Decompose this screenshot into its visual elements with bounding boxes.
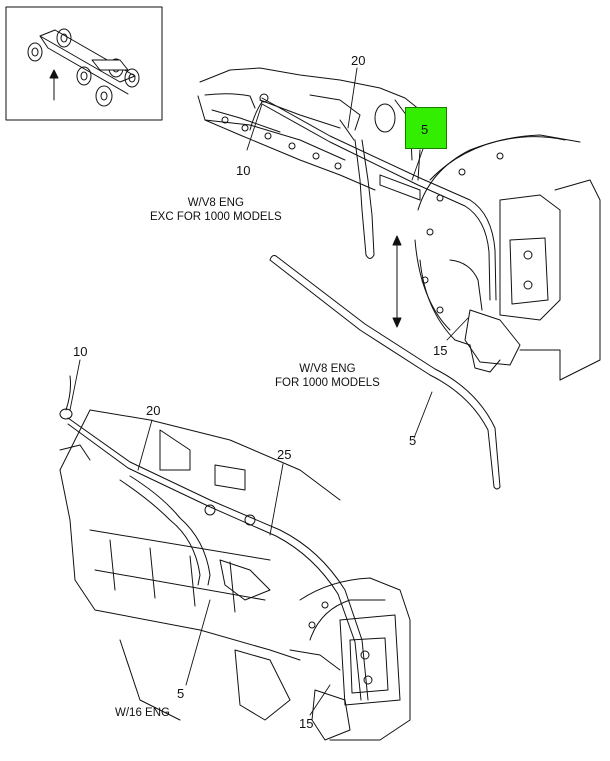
caption-line: W/V8 ENG [187, 197, 244, 209]
callout-5-highlighted: 5 [421, 122, 429, 137]
v8-engine-top-assembly [197, 67, 497, 301]
arrow-up-icon [49, 69, 59, 101]
callout-15-top: 15 [433, 343, 448, 358]
callout-15-bottom: 15 [299, 716, 314, 731]
caption-line: EXC FOR 1000 MODELS [150, 211, 282, 224]
callout-25-bottom: 25 [277, 447, 292, 462]
callout-5-bottom: 5 [177, 686, 185, 701]
dipstick-tube-v8-1000 [269, 255, 501, 490]
callout-5-mid: 5 [409, 433, 417, 448]
highlighted-callout-box [405, 107, 447, 149]
i6-engine-bottom-assembly [59, 375, 369, 721]
chassis-locator-icon [27, 28, 140, 107]
caption-i6: W/16 ENG [115, 707, 170, 719]
double-arrow-icon [392, 235, 402, 328]
locator-inset [5, 6, 163, 121]
caption-line: FOR 1000 MODELS [275, 377, 380, 390]
transmission-bottom-assembly [289, 577, 411, 741]
callout-20-top: 20 [351, 53, 366, 68]
caption-v8-1000: W/V8 ENG FOR 1000 MODELS [275, 362, 380, 391]
callout-10-top: 10 [236, 163, 251, 178]
transmission-top-assembly [414, 134, 601, 381]
callout-20-bottom: 20 [146, 403, 161, 418]
leader-lines [69, 67, 469, 716]
caption-line: W/V8 ENG [299, 363, 356, 375]
callout-10-bottom: 10 [73, 344, 88, 359]
caption-v8-exc-1000: W/V8 ENG EXC FOR 1000 MODELS [150, 196, 282, 225]
